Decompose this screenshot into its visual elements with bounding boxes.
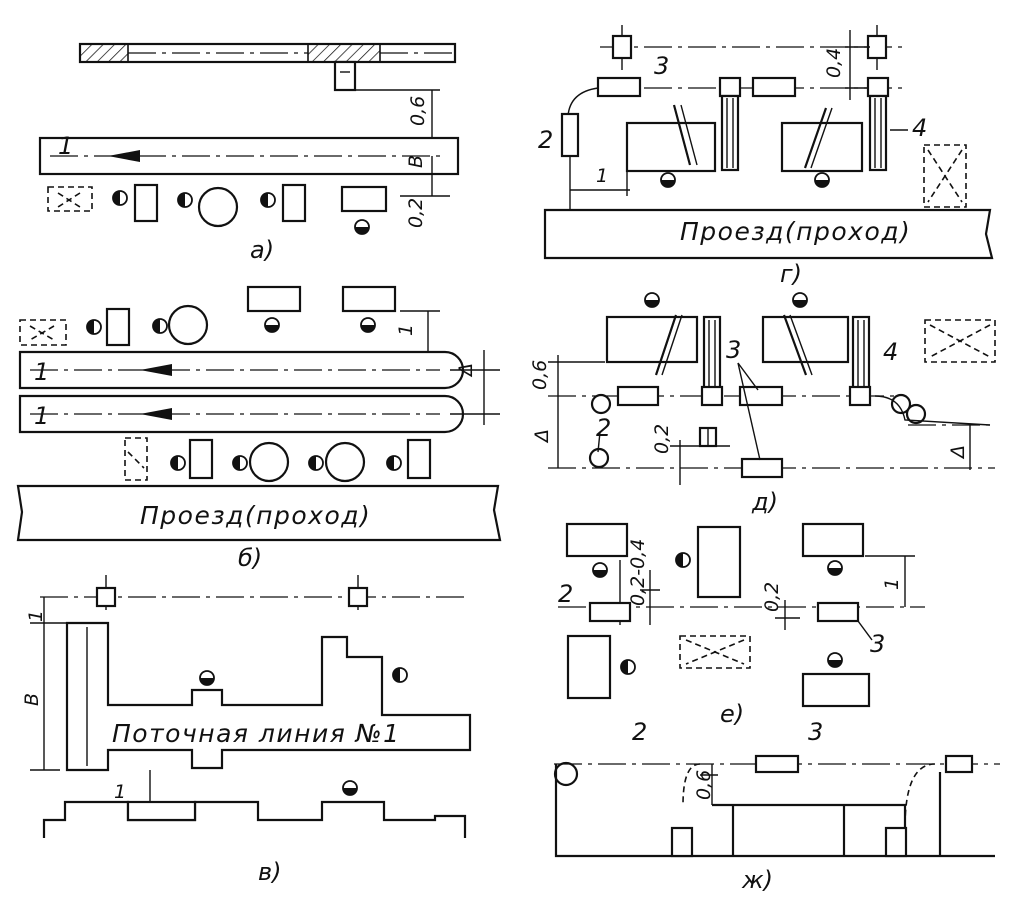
caption-e: е)	[720, 700, 744, 728]
dim-e-gap-mid: 0,2	[761, 582, 783, 612]
dim-e-gap-right: 1	[881, 578, 903, 590]
dim-e-gap-left: 0,2-0,4	[627, 539, 649, 606]
dim-b-gap: 1	[395, 324, 417, 336]
callout-d-4: 4	[883, 338, 898, 366]
caption-b: б)	[238, 544, 262, 572]
line-number-b1: 1	[34, 358, 49, 386]
aisle-label-g: Проезд(проход)	[680, 217, 911, 246]
caption-a: а)	[250, 236, 274, 264]
panel-d	[548, 292, 996, 485]
callout-e-2: 2	[558, 580, 573, 608]
dim-d-clearance: 0,2	[651, 424, 673, 454]
caption-g: г)	[780, 260, 802, 288]
callout-d-3: 3	[726, 336, 741, 364]
callout-g-2: 2	[538, 126, 553, 154]
callout-e-3: 3	[870, 630, 885, 658]
dim-a-clearance: 0,2	[405, 198, 427, 228]
dim-a-width: В	[405, 155, 427, 168]
caption-v: в)	[258, 858, 282, 886]
dim-g-gap: 0,4	[823, 48, 845, 78]
callout-d-2: 2	[596, 414, 611, 442]
callout-g-3: 3	[654, 52, 669, 80]
panel-a	[38, 42, 460, 235]
caption-d: д)	[751, 488, 778, 516]
callout-zh-2: 2	[632, 718, 647, 746]
dim-d-delta-left: Δ	[531, 429, 553, 444]
dim-v-width: В	[21, 693, 43, 706]
panel-g	[543, 25, 994, 260]
callout-g-4: 4	[912, 114, 927, 142]
aisle-label-b: Проезд(проход)	[140, 501, 371, 530]
dim-v-lower-gap: 1	[114, 781, 126, 803]
panel-b	[16, 285, 502, 542]
line-number-a: 1	[58, 132, 73, 160]
dim-d-delta-right: Δ	[947, 445, 969, 460]
panel-e	[558, 522, 925, 708]
dim-v-gap: 1	[25, 610, 47, 622]
dim-g-offset: 1	[596, 165, 608, 187]
line-label-v: Поточная линия №1	[112, 719, 401, 748]
dim-a-gap: 0,6	[407, 96, 429, 126]
caption-zh: ж)	[741, 866, 773, 894]
dim-d-gap: 0,6	[529, 360, 551, 390]
callout-zh-3: 3	[808, 718, 823, 746]
panel-zh	[553, 754, 1000, 858]
dim-b-delta: Δ	[455, 363, 477, 378]
panel-v	[30, 575, 472, 838]
dim-zh-gap: 0,6	[693, 770, 715, 800]
line-number-b2: 1	[34, 402, 49, 430]
